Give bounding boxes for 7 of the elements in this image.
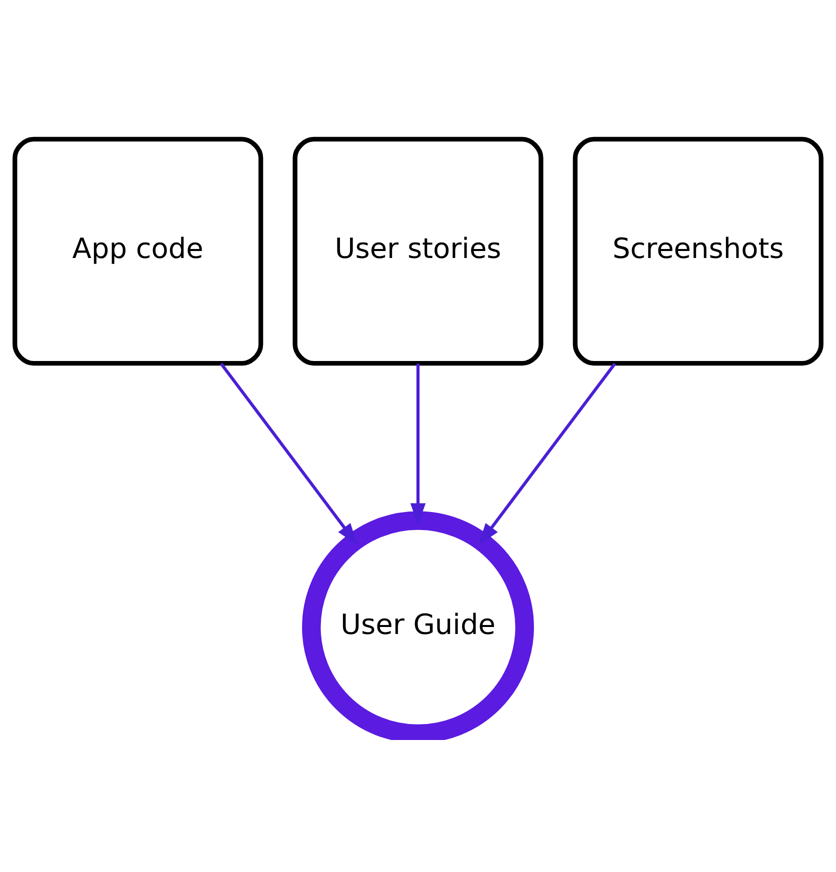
arrow (478, 362, 616, 545)
node-box: User stories (292, 136, 544, 366)
node-circle: User Guide (302, 510, 534, 740)
node-box: App code (12, 136, 264, 366)
arrow (410, 363, 426, 525)
node-box: Screenshots (572, 136, 824, 366)
arrow (220, 362, 358, 545)
